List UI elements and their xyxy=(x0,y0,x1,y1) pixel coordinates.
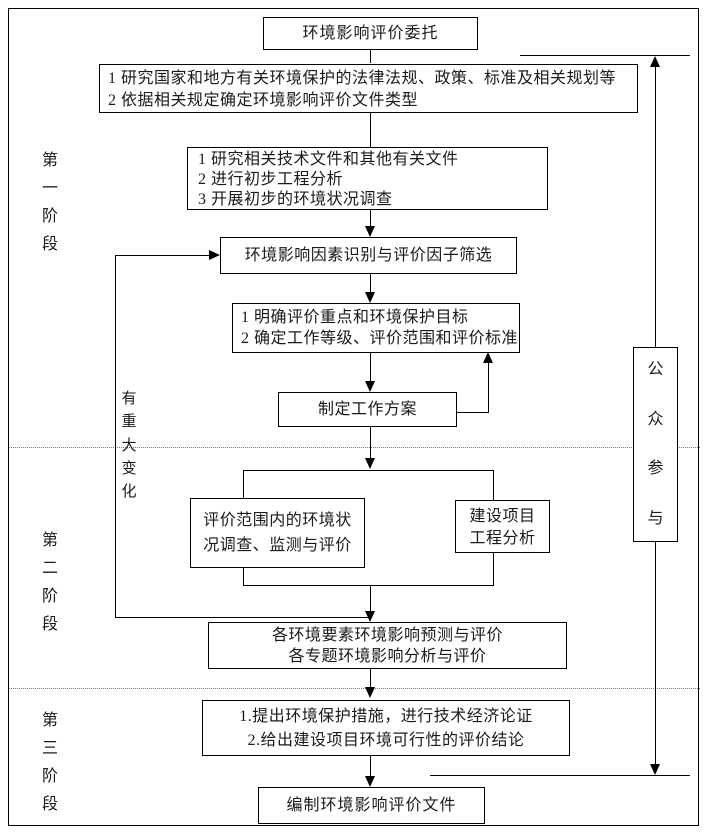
node-protection-measures: 1.提出环境保护措施，进行技术经济论证 2.给出建设项目环境可行性的评价结论 xyxy=(202,700,570,756)
node-legal-research: 1 研究国家和地方有关环境保护的法律法规、政策、标准及相关规划等 2 依据相关规… xyxy=(99,64,638,113)
arrowhead-down-measures xyxy=(365,687,375,698)
connector-screening-scope xyxy=(370,274,371,293)
node-measures-line1: 1.提出环境保护措施，进行技术经济论证 xyxy=(239,708,533,725)
node-preliminary-work: 1 研究相关技术文件和其他有关文件 2 进行初步工程分析 3 开展初步的环境状况… xyxy=(187,147,548,210)
arrowhead-down-scope xyxy=(365,292,375,303)
connector-legal-preliminary xyxy=(370,112,371,147)
arrowhead-down-split xyxy=(365,458,375,469)
connector-merge-prediction xyxy=(370,585,371,612)
pp-line-upper xyxy=(655,66,656,347)
pp-line-top xyxy=(520,55,690,56)
outer-border xyxy=(8,8,699,826)
node-project-analysis-line1: 建设项目 xyxy=(469,508,536,525)
merge-stub-left xyxy=(243,568,244,585)
feedback-workplan-v xyxy=(488,363,489,413)
arrowhead-down-workplan xyxy=(365,381,375,392)
arrowhead-up-scope-feedback xyxy=(483,352,493,363)
pp-line-lower xyxy=(655,542,656,765)
connector-preliminary-screening xyxy=(370,210,371,228)
feedback-majorchange-v xyxy=(115,255,116,617)
node-public-participation-label: 公众参与 xyxy=(647,361,664,527)
arrowhead-up-pp-top xyxy=(650,56,660,67)
connector-measures-report xyxy=(370,756,371,777)
stage-label-3: 第三阶段 xyxy=(41,712,58,813)
node-prediction-line1: 各环境要素环境影响预测与评价 xyxy=(271,627,503,644)
feedback-workplan-h xyxy=(457,412,488,413)
node-public-participation: 公众参与 xyxy=(633,347,678,542)
node-scope-line2: 2 确定工作等级、评价范围和评价标准 xyxy=(241,330,519,347)
arrowhead-right-screening-feedback xyxy=(209,250,220,260)
merge-stub-right xyxy=(493,553,494,585)
node-report-compilation: 编制环境影响评价文件 xyxy=(258,787,485,824)
node-scope-line1: 1 明确评价重点和环境保护目标 xyxy=(241,309,469,326)
feedback-majorchange-h-bottom xyxy=(115,617,370,618)
connector-scope-workplan xyxy=(370,353,371,382)
node-env-survey-line2: 况调查、监测与评价 xyxy=(203,537,352,554)
pp-line-bottom xyxy=(430,775,690,776)
node-project-analysis-line2: 工程分析 xyxy=(469,530,536,547)
node-scope-definition: 1 明确评价重点和环境保护目标 2 确定工作等级、评价范围和评价标准 xyxy=(232,303,520,353)
connector-commission-legal xyxy=(370,48,371,63)
feedback-majorchange-h-top xyxy=(115,255,210,256)
split-stub-right xyxy=(493,470,494,500)
node-prediction-line2: 各专题环境影响分析与评价 xyxy=(288,648,487,665)
stage-label-2: 第二阶段 xyxy=(41,532,58,633)
connector-workplan-split xyxy=(370,427,371,459)
node-preliminary-line2: 2 进行初步工程分析 xyxy=(198,171,344,188)
node-env-survey: 评价范围内的环境状 况调查、监测与评价 xyxy=(190,498,365,568)
stage-label-1: 第一阶段 xyxy=(41,152,58,253)
node-legal-research-line2: 2 依据相关规定确定环境影响评价文件类型 xyxy=(108,92,419,109)
arrowhead-down-screening xyxy=(365,226,375,237)
arrowhead-down-report xyxy=(365,776,375,787)
node-env-survey-line1: 评价范围内的环境状 xyxy=(203,512,352,529)
node-measures-line2: 2.给出建设项目环境可行性的评价结论 xyxy=(247,732,525,749)
arrowhead-down-pp-bottom xyxy=(650,764,660,775)
merge-line xyxy=(243,585,494,586)
node-commission: 环境影响评价委托 xyxy=(263,17,478,50)
node-work-plan: 制定工作方案 xyxy=(278,392,457,427)
feedback-label-major-change: 有重大变化 xyxy=(121,391,137,500)
arrowhead-down-prediction xyxy=(365,611,375,622)
node-project-analysis: 建设项目 工程分析 xyxy=(455,500,550,553)
connector-prediction-measures xyxy=(370,669,371,688)
node-preliminary-line1: 1 研究相关技术文件和其他有关文件 xyxy=(198,151,459,168)
split-line xyxy=(243,470,494,471)
stage-divider-2 xyxy=(8,688,700,689)
stage-divider-1 xyxy=(8,447,700,448)
node-impact-prediction: 各环境要素环境影响预测与评价 各专题环境影响分析与评价 xyxy=(208,622,567,669)
split-stub-left xyxy=(243,470,244,498)
node-legal-research-line1: 1 研究国家和地方有关环境保护的法律法规、政策、标准及相关规划等 xyxy=(108,70,617,87)
node-preliminary-line3: 3 开展初步的环境状况调查 xyxy=(198,191,393,208)
node-factor-screening: 环境影响因素识别与评价因子筛选 xyxy=(220,237,517,274)
